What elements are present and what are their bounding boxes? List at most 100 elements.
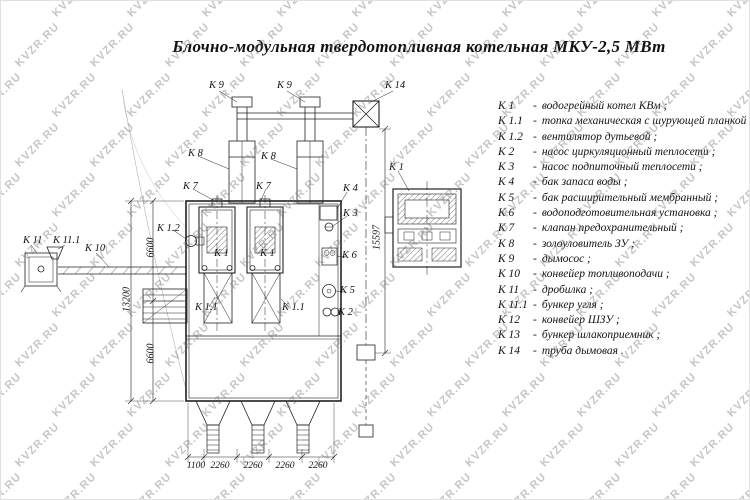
label-k11-1: К 11.1 bbox=[53, 235, 81, 246]
legend-item: К 7 -клапан предохранительный ; bbox=[498, 221, 749, 236]
dimension-lines bbox=[125, 125, 391, 463]
legend-key: К 1.2 bbox=[498, 130, 523, 143]
label-k6: К 6 bbox=[342, 250, 357, 261]
label-k9-right: К 9 bbox=[277, 80, 292, 91]
label-k2: К 2 bbox=[338, 307, 353, 318]
legend-separator: - bbox=[533, 191, 537, 204]
label-k1-2: К 1.2 bbox=[157, 223, 180, 234]
legend-item: К 11-дробилка ; bbox=[498, 283, 749, 298]
flue-pipes-shape bbox=[231, 96, 353, 141]
label-k7-right: К 7 bbox=[256, 181, 271, 192]
dim-left-bottom: 6600 bbox=[145, 343, 157, 364]
legend-key: К 7 bbox=[498, 222, 515, 235]
page-title: Блочно-модульная твердотопливная котельн… bbox=[172, 37, 666, 56]
label-k1-1-right: К 1.1 bbox=[282, 302, 305, 313]
label-k1-1-left: К 1.1 bbox=[195, 302, 218, 313]
legend-separator: - bbox=[533, 314, 537, 327]
legend-separator: - bbox=[533, 130, 537, 143]
label-k4: К 4 bbox=[343, 183, 358, 194]
legend-key: К 12 bbox=[498, 314, 521, 327]
legend-separator: - bbox=[533, 161, 537, 174]
legend: К 1-водогрейный котел КВм ; К 1.1-топка … bbox=[498, 99, 750, 359]
legend-item: К 9-дымосос ; bbox=[498, 252, 749, 267]
dim-bottom-4: 2260 bbox=[275, 461, 295, 471]
legend-separator: - bbox=[533, 176, 537, 189]
legend-separator: - bbox=[533, 268, 537, 281]
label-k8-right: К 8 bbox=[261, 151, 276, 162]
legend-item: К 14-труба дымовая . bbox=[498, 344, 749, 359]
legend-separator: - bbox=[533, 115, 537, 128]
legend-key: К 2 bbox=[498, 145, 515, 158]
legend-item: К 4 -бак запаса воды ; bbox=[498, 175, 749, 190]
label-k8-left: К 8 bbox=[188, 148, 203, 159]
draft-fan-k12-shape bbox=[185, 235, 205, 247]
fuel-conveyor-k10-shape bbox=[58, 266, 187, 275]
legend-key: К 11.1 bbox=[498, 298, 528, 311]
label-k1-detail: К 1 bbox=[389, 162, 404, 173]
legend-desc: бак запаса воды ; bbox=[541, 176, 628, 189]
legend-key: К 3 bbox=[498, 161, 515, 174]
label-k1-left: К 1 bbox=[214, 248, 229, 259]
stoker-2-shape bbox=[251, 272, 281, 324]
legend-separator: - bbox=[533, 283, 537, 296]
legend-item: К 1 -водогрейный котел КВм ; bbox=[498, 99, 749, 114]
legend-desc: насос циркуляционный теплосети ; bbox=[541, 145, 716, 158]
dim-left-overall: 13200 bbox=[121, 287, 133, 312]
label-k1-right: К 1 bbox=[260, 248, 275, 259]
hopper-3-shape bbox=[285, 400, 321, 454]
crusher-k11-shape bbox=[20, 252, 62, 293]
hopper-1-shape bbox=[195, 400, 231, 454]
legend-separator: - bbox=[533, 344, 537, 357]
legend-key: К 4 bbox=[498, 176, 515, 189]
legend-separator: - bbox=[533, 298, 537, 311]
legend-desc: бак расширительный мембранный ; bbox=[541, 191, 719, 204]
legend-item: К 1.1-топка механическая с шурующей план… bbox=[498, 114, 750, 129]
label-k14: К 14 bbox=[385, 80, 406, 91]
legend-desc: труба дымовая . bbox=[541, 344, 624, 357]
legend-item: К 10-конвейер топливоподачи ; bbox=[498, 267, 749, 282]
legend-separator: - bbox=[533, 145, 537, 158]
legend-item: К 2 -насос циркуляционный теплосети ; bbox=[498, 145, 749, 160]
legend-desc: вентилятор дутьевой ; bbox=[541, 130, 658, 143]
legend-item: К 6-водоподготовительная установка ; bbox=[498, 206, 749, 221]
hopper-2-shape bbox=[240, 400, 276, 454]
legend-desc: клапан предохранительный ; bbox=[541, 222, 684, 235]
water-tank-k4-shape bbox=[319, 205, 338, 221]
label-k10: К 10 bbox=[85, 243, 106, 254]
legend-key: К 10 bbox=[498, 268, 521, 281]
label-k3: К 3 bbox=[343, 208, 358, 219]
leader-lines bbox=[30, 90, 410, 313]
label-k9-left: К 9 bbox=[209, 80, 224, 91]
legend-desc: дымосос ; bbox=[541, 252, 591, 265]
ash-collector-k8-shape bbox=[228, 140, 324, 204]
legend-desc: бункер шлакоприемник ; bbox=[541, 329, 661, 342]
legend-desc: конвейер ШЗУ ; bbox=[541, 314, 620, 327]
label-k11: К 11 bbox=[23, 235, 43, 246]
legend-key: К 14 bbox=[498, 344, 521, 357]
legend-key: К 9 bbox=[498, 252, 515, 265]
legend-item: К 3-насос подпиточный теплосети ; bbox=[498, 160, 749, 175]
dim-bottom-3: 2260 bbox=[243, 461, 263, 471]
chimney-k14-shape bbox=[352, 100, 380, 438]
stairs-shape bbox=[142, 288, 188, 324]
legend-desc: дробилка ; bbox=[541, 283, 594, 296]
dim-left-top: 6600 bbox=[145, 237, 157, 258]
stoker-1-shape bbox=[203, 272, 233, 324]
dim-bottom-1: 1100 bbox=[186, 461, 206, 471]
legend-separator: - bbox=[533, 100, 537, 112]
legend-key: К 13 bbox=[498, 329, 521, 342]
legend-item: К 8-золоуловитель ЗУ ; bbox=[498, 237, 749, 252]
legend-desc: водогрейный котел КВм ; bbox=[541, 100, 668, 112]
boiler-detail-view-shape bbox=[384, 181, 462, 275]
construction-arc-2 bbox=[121, 88, 188, 230]
legend-key: К 11 bbox=[498, 283, 520, 296]
legend-key: К 1 bbox=[498, 100, 515, 112]
legend-key: К 1.1 bbox=[498, 115, 523, 128]
legend-separator: - bbox=[533, 329, 537, 342]
legend-separator: - bbox=[533, 222, 537, 235]
legend-desc: топка механическая с шурующей планкой ; bbox=[541, 115, 750, 128]
label-k5: К 5 bbox=[340, 285, 355, 296]
dim-bottom-5: 2260 bbox=[308, 461, 328, 471]
